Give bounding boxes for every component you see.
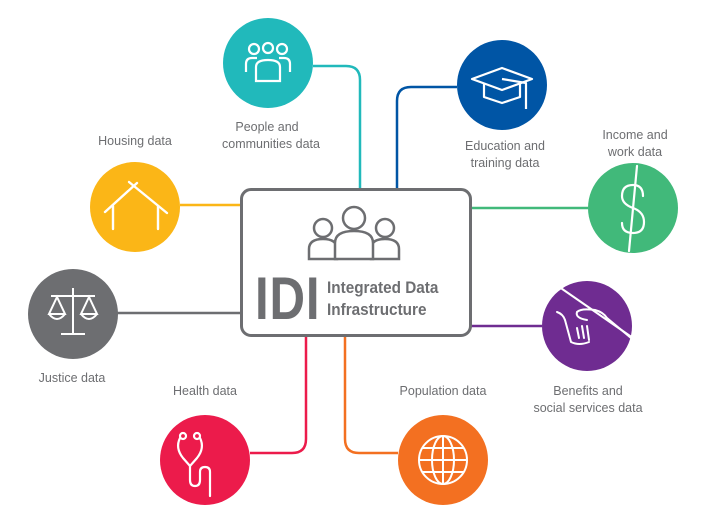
- node-benefits-circle: [542, 281, 633, 371]
- node-health-circle: [160, 415, 250, 505]
- node-income-label: Income and work data: [602, 128, 668, 159]
- globe-icon: [418, 435, 468, 485]
- node-education-circle: [457, 40, 547, 130]
- connector-people: [313, 64, 362, 190]
- idi-acronym: IDI: [255, 265, 321, 332]
- node-housing-label: Housing data: [98, 134, 172, 148]
- house-icon: [103, 180, 169, 231]
- node-people-circle: [223, 18, 313, 108]
- node-justice-label: Justice data: [38, 371, 106, 385]
- idi-title-line2: Infrastructure: [327, 300, 427, 319]
- node-housing-circle: [90, 162, 180, 252]
- node-education-label: Education and training data: [465, 139, 545, 170]
- idi-title-line1: Integrated Data: [327, 278, 439, 297]
- stethoscope-icon: [176, 431, 212, 498]
- graduation-cap-icon: [470, 66, 534, 109]
- node-justice-circle: [28, 269, 118, 359]
- people-group-icon: [244, 41, 292, 83]
- idi-center-box: IDI Integrated Data Infrastructure: [240, 188, 472, 337]
- connector-population: [343, 336, 398, 455]
- node-income-circle: [588, 163, 678, 253]
- connector-health: [250, 336, 308, 455]
- idi-title: Integrated Data Infrastructure: [327, 277, 438, 321]
- node-health-label: Health data: [173, 384, 237, 398]
- connector-education: [395, 85, 457, 190]
- people-group-icon: [307, 205, 401, 261]
- scales-icon: [47, 288, 99, 335]
- node-people-label: People and communities data: [222, 120, 320, 151]
- node-benefits-label: Benefits and social services data: [533, 384, 643, 415]
- node-population-circle: [398, 415, 488, 505]
- dollar-icon: [620, 164, 646, 253]
- node-population-label: Population data: [399, 384, 487, 398]
- handshake-icon: [554, 283, 633, 345]
